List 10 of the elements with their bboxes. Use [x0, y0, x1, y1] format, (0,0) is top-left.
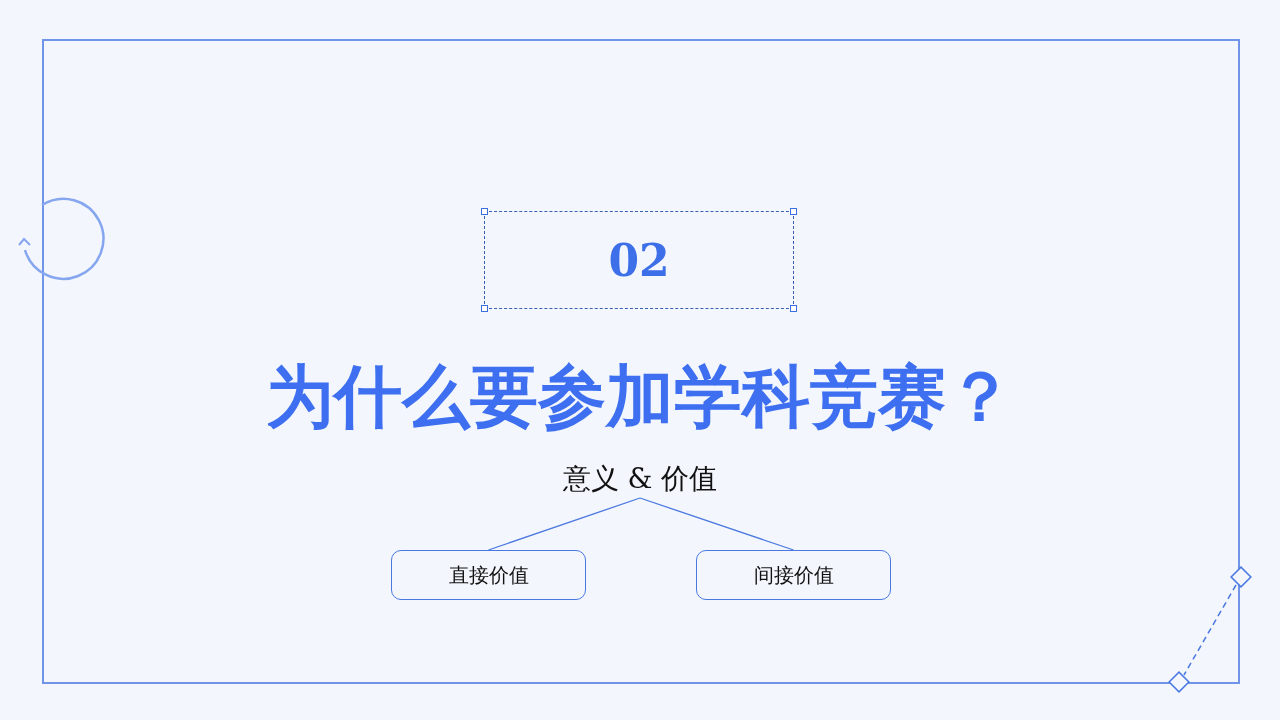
- selection-box: [484, 211, 794, 309]
- heading-text: 意义 & 价值: [562, 461, 718, 497]
- section-number: 02: [608, 234, 670, 286]
- connector-line: [639, 497, 795, 551]
- node-label: 直接价值: [448, 561, 529, 589]
- value-box: [696, 550, 891, 600]
- node-label: 间接价值: [753, 561, 834, 589]
- slide-title: 为什么要参加学科竞赛？: [265, 355, 1015, 438]
- value-box: [391, 550, 586, 600]
- connector-line: [487, 497, 641, 551]
